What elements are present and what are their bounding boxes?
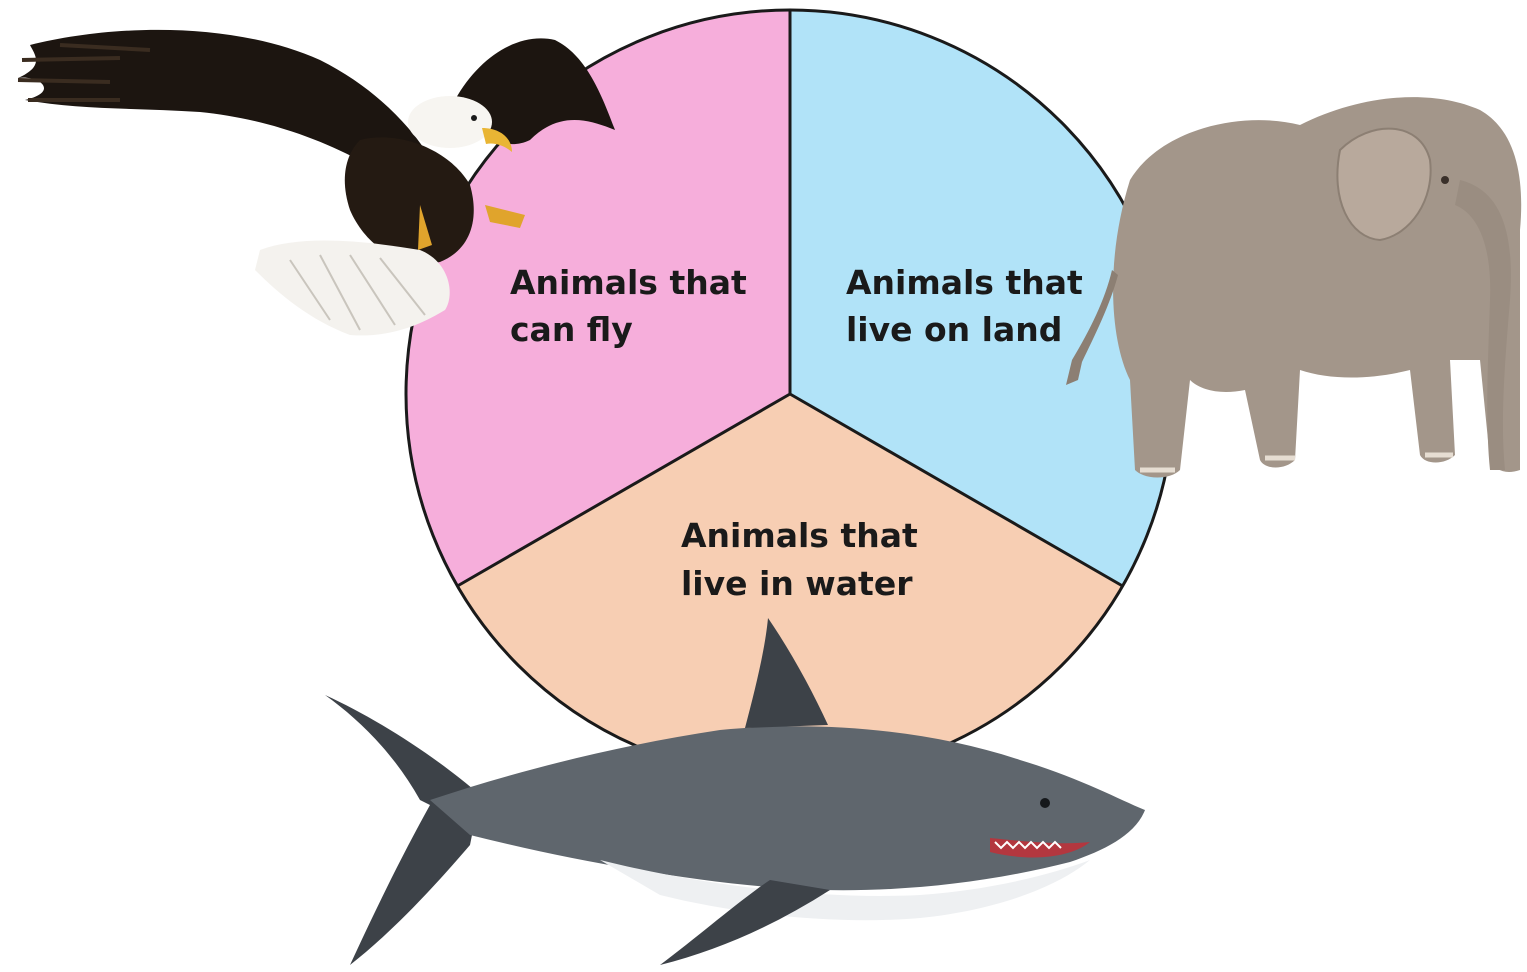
- elephant-image: [1066, 97, 1521, 477]
- label-can-fly-line1: Animals that: [510, 263, 747, 302]
- label-land-line2: live on land: [846, 310, 1062, 349]
- label-water-line1: Animals that: [681, 516, 918, 555]
- label-water-line2: live in water: [681, 564, 913, 603]
- label-can-fly-line2: can fly: [510, 310, 633, 349]
- label-land-line1: Animals that: [846, 263, 1083, 302]
